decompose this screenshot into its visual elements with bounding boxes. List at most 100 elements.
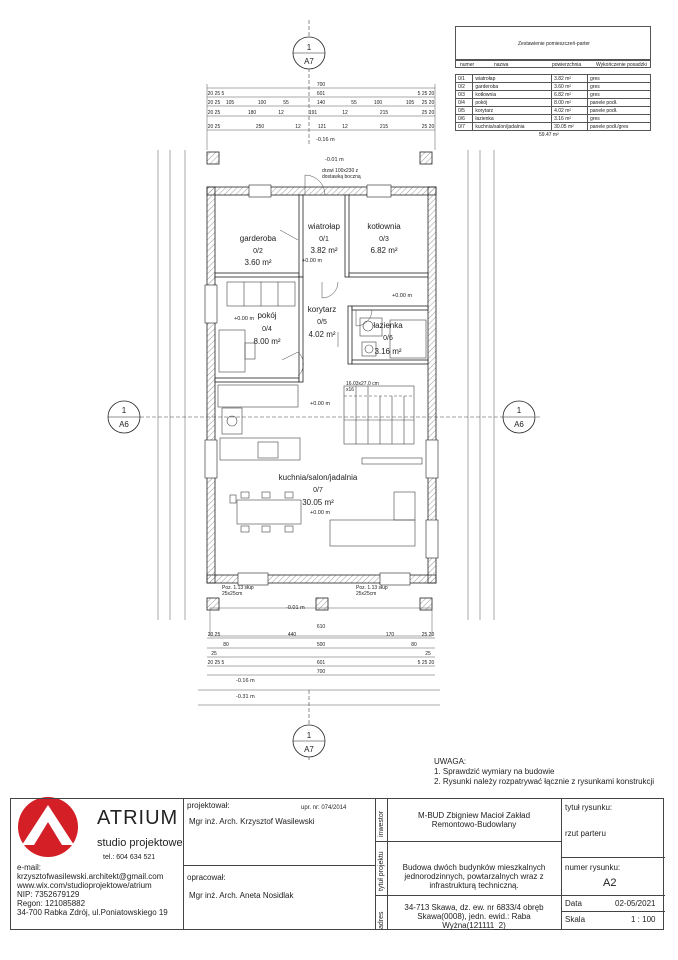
pillar-note-left-2: 25x25cm xyxy=(222,591,242,597)
room-kuchnia-name: kuchnia/salon/jadalnia xyxy=(279,473,358,482)
schedule-cell: 0/4 xyxy=(454,98,474,107)
schedule-cell: kotłownia xyxy=(472,90,553,99)
numer-rysunku: A2 xyxy=(603,877,617,889)
pillar-note-right-2: 25x25cm xyxy=(356,591,376,597)
dim-top-r3-e: 140 xyxy=(317,100,326,106)
hdr-numer: numer xyxy=(460,62,475,68)
tb-divider-1 xyxy=(183,799,184,929)
room-schedule: Zestawienie pomieszczeń-parter numer naz… xyxy=(454,26,651,146)
section-left-sheet: A6 xyxy=(119,420,129,429)
pillar-note-left-1: Poz. 1.13 słup xyxy=(222,585,254,591)
hdr-nazwa: nazwa xyxy=(494,62,509,68)
section-top-num: 1 xyxy=(307,43,312,52)
section-bottom-sheet: A7 xyxy=(304,745,314,754)
level-entry: -0.01 m xyxy=(325,157,344,163)
logo-text: ATRIUM xyxy=(97,807,179,829)
dim-top-r3-d: 55 xyxy=(283,100,289,106)
room-garderoba-num: 0/2 xyxy=(253,248,263,255)
schedule-cell: 0/2 xyxy=(454,82,474,91)
dim-bottom-r3-d: 80 xyxy=(411,642,417,648)
room-wiatrolap-name: wiatrołap xyxy=(307,222,341,231)
dim-bottom-r3-e: 25 xyxy=(425,651,431,657)
opracowal-label: opracował: xyxy=(187,873,226,882)
tb-hline-4 xyxy=(561,857,665,858)
section-bottom-num: 1 xyxy=(307,731,312,740)
level-terrace: -0.01 m xyxy=(286,605,305,611)
nip: NIP: 7352679129 xyxy=(17,890,80,899)
stairs xyxy=(343,385,415,445)
dim-top-r4-e: 12 xyxy=(342,110,348,116)
schedule-cell: 30.05 m² xyxy=(551,122,588,131)
section-left-num: 1 xyxy=(122,406,127,415)
tb-hline-3 xyxy=(375,895,561,896)
notes-line-1: 1. Sprawdzić wymiary na budowie xyxy=(434,767,555,776)
schedule-cell: gres xyxy=(587,114,651,123)
dim-top-r5-b: 250 xyxy=(256,124,265,130)
dim-top-r4-d: 191 xyxy=(309,110,318,116)
room-pokoj-num: 0/4 xyxy=(262,326,272,333)
schedule-cell: 8.00 m² xyxy=(551,98,588,107)
notes: UWAGA: 1. Sprawdzić wymiary na budowie 2… xyxy=(434,757,654,787)
door-note-1: drzwi 100x230 z xyxy=(322,168,359,174)
schedule-cell: garderoba xyxy=(472,82,553,91)
tb-hline-1 xyxy=(183,865,375,866)
room-lazienka-name: łazienka xyxy=(373,321,403,330)
adres-label: adres xyxy=(378,911,385,929)
section-top-sheet: A7 xyxy=(304,57,314,66)
stairs-note-1: 16.03x27.0 cm xyxy=(346,381,379,387)
dim-top-r3-g: 100 xyxy=(374,100,383,106)
email-label: e-mail: xyxy=(17,863,42,872)
tb-hline-6 xyxy=(561,911,665,912)
tytul-rysunku-label: tytuł rysunku: xyxy=(565,803,613,812)
schedule-cell: 0/7 xyxy=(454,122,474,131)
level-bottom-1: -0.16 m xyxy=(236,678,255,684)
section-marker-bottom: 1 A7 xyxy=(292,690,326,760)
room-lazienka-num: 0/6 xyxy=(383,335,393,342)
atrium-logo-icon xyxy=(18,797,78,857)
room-schedule-title: Zestawienie pomieszczeń-parter xyxy=(518,41,590,47)
tb-hline-2 xyxy=(375,841,561,842)
tytul-projektu-3: infrastrukturą techniczną. xyxy=(429,881,519,890)
dim-bottom-r3-a: 25 xyxy=(211,651,217,657)
numer-rysunku-label: numer rysunku: xyxy=(565,863,621,872)
dim-top-total: 700 xyxy=(317,82,326,88)
data-label: Data xyxy=(565,899,582,908)
doors xyxy=(279,174,373,377)
dim-top-r2-a: 20 25 5 xyxy=(208,91,225,97)
skala-value: 1 : 100 xyxy=(631,915,656,924)
outer-walls xyxy=(206,186,437,584)
inwestor-1: M-BUD Zbigniew Macioł Zakład xyxy=(417,811,531,820)
dim-top-r3-c: 100 xyxy=(258,100,267,106)
skala-label: Skala xyxy=(565,915,586,924)
schedule-cell: panele podł. xyxy=(587,106,651,115)
section-right-num: 1 xyxy=(517,406,522,415)
schedule-cell: 3.82 m² xyxy=(551,74,588,83)
dim-top-r4-c: 12 xyxy=(278,110,284,116)
room-garderoba-area: 3.60 m² xyxy=(244,258,271,267)
notes-line-2: 2. Rysunki należy rozpatrywać łącznie z … xyxy=(434,777,655,786)
schedule-cell: pokój xyxy=(472,98,553,107)
schedule-cell: 0/1 xyxy=(454,74,474,83)
dim-top-r3-h: 105 xyxy=(406,100,415,106)
pillars xyxy=(206,151,433,611)
schedule-cell: gres xyxy=(587,90,651,99)
room-kuchnia-area: 30.05 m² xyxy=(302,498,334,507)
studio-text: studio projektowe xyxy=(97,837,183,849)
regon: Regon: 121085882 xyxy=(17,899,86,908)
dim-top-r4-f: 215 xyxy=(380,110,389,116)
schedule-cell: 0/6 xyxy=(454,114,474,123)
schedule-cell: panele podł. xyxy=(587,98,651,107)
room-kotlownia-num: 0/3 xyxy=(379,236,389,243)
tytul-projektu-2: jednorodzinnych, powtarzalnych wraz z xyxy=(404,872,544,881)
dim-bottom-r4-c: 5 25 20 xyxy=(418,660,435,666)
dim-top-r4-b: 180 xyxy=(248,110,257,116)
level-top-minus: -0.16 m xyxy=(316,137,335,143)
schedule-cell: wiatrołap xyxy=(472,74,553,83)
dim-bottom-r1-a: 20 25 xyxy=(208,632,221,638)
